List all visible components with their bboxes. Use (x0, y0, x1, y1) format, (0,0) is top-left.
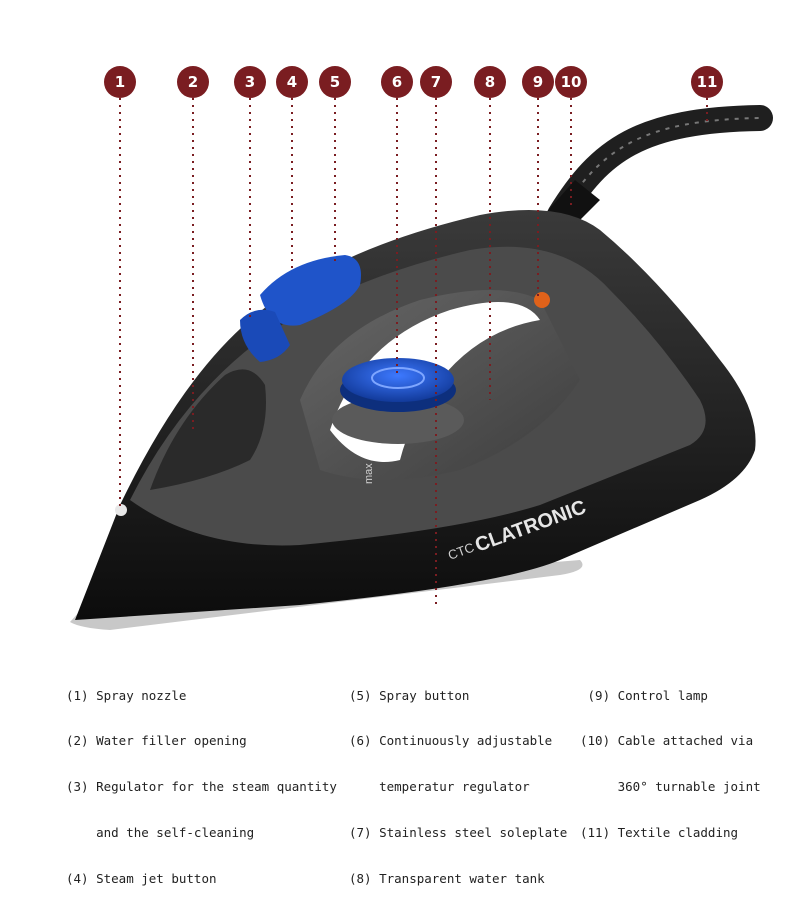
legend-item: (8) Transparent water tank (349, 871, 545, 887)
marker-6: 6 (381, 66, 413, 98)
iron-illustration: CTC CLATRONIC max (70, 98, 773, 630)
legend-item: (5) Spray button (349, 687, 470, 703)
legend-item: (11) Textile cladding (580, 825, 739, 841)
spray-nozzle (115, 504, 127, 516)
steam-jet-button (240, 309, 290, 362)
legend-column-3: (9) Control lamp (10) Cable attached via… (580, 657, 761, 856)
marker-4: 4 (276, 66, 308, 98)
legend-item: (10) Cable attached via (580, 733, 754, 749)
marker-11: 11 (691, 66, 723, 98)
legend-item: (9) Control lamp (580, 687, 708, 703)
marker-2: 2 (177, 66, 209, 98)
control-lamp (534, 292, 550, 308)
marker-5: 5 (319, 66, 351, 98)
legend-column-1: (1) Spray nozzle (2) Water filler openin… (66, 657, 337, 902)
marker-3: 3 (234, 66, 266, 98)
marker-10: 10 (555, 66, 587, 98)
legend-item: (6) Continuously adjustable (349, 733, 553, 749)
spray-button (260, 255, 361, 326)
water-filler-area (150, 369, 266, 490)
legend-item: temperatur regulator (349, 779, 530, 795)
marker-9: 9 (522, 66, 554, 98)
max-label: max (363, 463, 375, 484)
leader-lines (119, 98, 708, 608)
legend-item: (4) Steam jet button (66, 871, 217, 887)
temperature-dial (332, 358, 464, 444)
legend-item: 360° turnable joint (580, 779, 761, 795)
marker-7: 7 (420, 66, 452, 98)
marker-8: 8 (474, 66, 506, 98)
legend-item: and the self-cleaning (66, 825, 255, 841)
legend-item: (2) Water filler opening (66, 733, 247, 749)
marker-1: 1 (104, 66, 136, 98)
legend-column-2: (5) Spray button (6) Continuously adjust… (349, 657, 567, 902)
legend-item: (1) Spray nozzle (66, 687, 187, 703)
legend-item: (7) Stainless steel soleplate (349, 825, 568, 841)
legend-item: (3) Regulator for the steam quantity (66, 779, 337, 795)
